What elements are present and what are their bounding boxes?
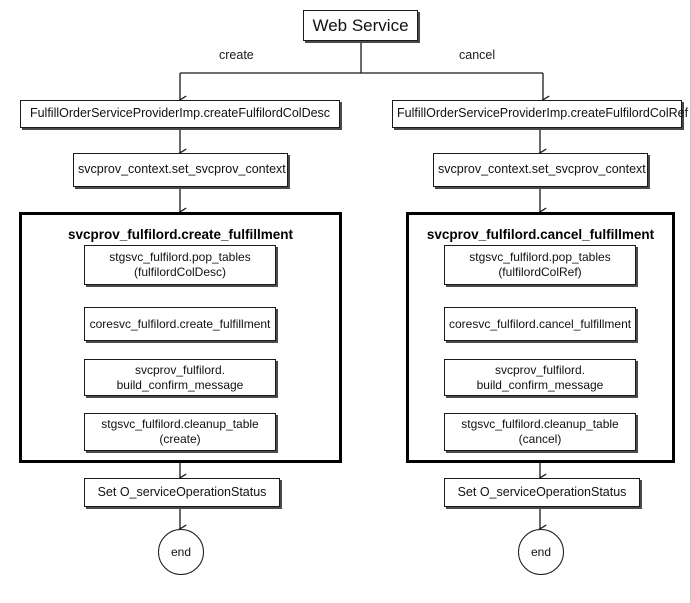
status-node-create[interactable]: Set O_serviceOperationStatus: [84, 478, 280, 507]
end-node-cancel-label: end: [530, 545, 552, 559]
step-node-create-2-line1: coresvc_fulfilord.create_fulfillment: [89, 316, 271, 331]
step-node-cancel-2-line1: coresvc_fulfilord.cancel_fulfillment: [449, 316, 632, 331]
end-node-create[interactable]: end: [158, 529, 204, 575]
step-node-create-3[interactable]: svcprov_fulfilord. build_confirm_message: [84, 359, 276, 396]
group-cancel-fulfillment-title: svcprov_fulfilord.cancel_fulfillment: [426, 227, 655, 242]
status-node-cancel-label: Set O_serviceOperationStatus: [457, 484, 627, 499]
step-node-cancel-1-line2: (fulfilordColRef): [498, 265, 582, 279]
edge-label-cancel: cancel: [459, 48, 496, 62]
step-node-cancel-1-line1: stgsvc_fulfilord.pop_tables: [469, 250, 611, 264]
step-node-create-1-line1: stgsvc_fulfilord.pop_tables: [109, 250, 251, 264]
step-node-cancel-4-line1: stgsvc_fulfilord.cleanup_table: [461, 417, 619, 431]
step-node-cancel-3-line2: build_confirm_message: [476, 377, 604, 392]
step-node-create-4-line1: stgsvc_fulfilord.cleanup_table: [101, 417, 259, 431]
context-node-create[interactable]: svcprov_context.set_svcprov_context: [73, 153, 288, 187]
step-node-create-3-line2: build_confirm_message: [116, 377, 244, 392]
status-node-create-label: Set O_serviceOperationStatus: [97, 484, 267, 499]
status-node-cancel[interactable]: Set O_serviceOperationStatus: [444, 478, 640, 507]
step-node-create-4-line2: (create): [159, 432, 201, 446]
web-service-node[interactable]: Web Service: [303, 10, 418, 41]
end-node-cancel[interactable]: end: [518, 529, 564, 575]
end-node-create-label: end: [170, 545, 192, 559]
provider-node-cancel[interactable]: FulfillOrderServiceProviderImp.createFul…: [392, 100, 689, 128]
group-create-fulfillment-title: svcprov_fulfilord.create_fulfillment: [67, 227, 294, 242]
step-node-cancel-4-line2: (cancel): [518, 432, 562, 446]
step-node-create-1[interactable]: stgsvc_fulfilord.pop_tables (fulfilordCo…: [84, 245, 276, 285]
step-node-create-4[interactable]: stgsvc_fulfilord.cleanup_table (create): [84, 413, 276, 451]
provider-node-create[interactable]: FulfillOrderServiceProviderImp.createFul…: [20, 100, 340, 128]
web-service-label: Web Service: [312, 15, 409, 35]
step-node-cancel-3-line1: svcprov_fulfilord.: [494, 362, 586, 377]
step-node-cancel-3[interactable]: svcprov_fulfilord. build_confirm_message: [444, 359, 636, 396]
step-node-create-1-line2: (fulfilordColDesc): [133, 265, 227, 279]
step-node-create-3-line1: svcprov_fulfilord.: [134, 362, 226, 377]
provider-node-cancel-label: FulfillOrderServiceProviderImp.createFul…: [397, 106, 689, 121]
edge-label-create: create: [219, 48, 254, 62]
step-node-cancel-4[interactable]: stgsvc_fulfilord.cleanup_table (cancel): [444, 413, 636, 451]
provider-node-create-label: FulfillOrderServiceProviderImp.createFul…: [29, 106, 331, 121]
step-node-cancel-2[interactable]: coresvc_fulfilord.cancel_fulfillment: [444, 307, 636, 341]
context-node-create-label: svcprov_context.set_svcprov_context: [78, 162, 286, 177]
step-node-cancel-1[interactable]: stgsvc_fulfilord.pop_tables (fulfilordCo…: [444, 245, 636, 285]
context-node-cancel[interactable]: svcprov_context.set_svcprov_context: [433, 153, 648, 187]
step-node-create-2[interactable]: coresvc_fulfilord.create_fulfillment: [84, 307, 276, 341]
context-node-cancel-label: svcprov_context.set_svcprov_context: [438, 162, 646, 177]
